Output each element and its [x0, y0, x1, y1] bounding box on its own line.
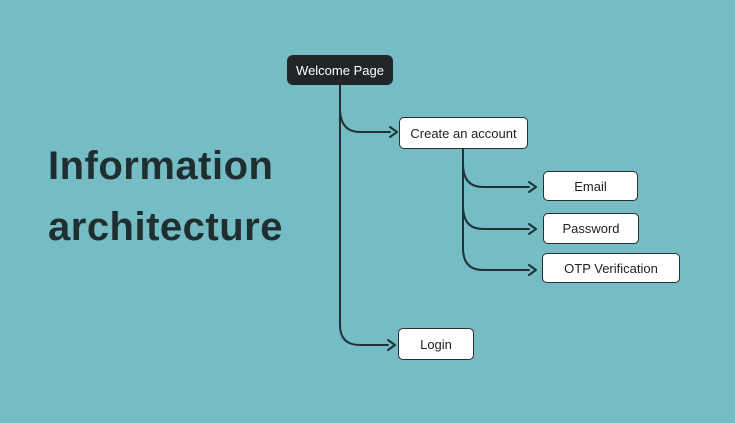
- node-otp-verification-label: OTP Verification: [564, 260, 658, 276]
- node-password: Password: [543, 213, 639, 244]
- title-line-1: Information: [48, 144, 274, 188]
- node-password-label: Password: [562, 221, 620, 236]
- node-email: Email: [543, 171, 638, 201]
- connector-create-account-to-email: [462, 163, 537, 193]
- node-create-an-account: Create an account: [399, 117, 528, 149]
- title-line-2: architecture: [48, 205, 283, 249]
- node-login: Login: [398, 328, 474, 360]
- node-welcome-page: Welcome Page: [287, 55, 393, 85]
- connector-create-account-to-otp: [462, 148, 537, 276]
- node-login-label: Login: [420, 336, 452, 352]
- page-title: Information architecture: [48, 136, 283, 258]
- connector-create-account-to-password: [462, 205, 537, 235]
- connector-welcome-to-create-account: [339, 107, 398, 138]
- node-otp-verification: OTP Verification: [542, 253, 680, 283]
- node-email-label: Email: [574, 178, 607, 194]
- node-create-an-account-label: Create an account: [410, 125, 517, 141]
- node-welcome-page-label: Welcome Page: [296, 62, 384, 78]
- connector-welcome-to-login: [339, 84, 396, 351]
